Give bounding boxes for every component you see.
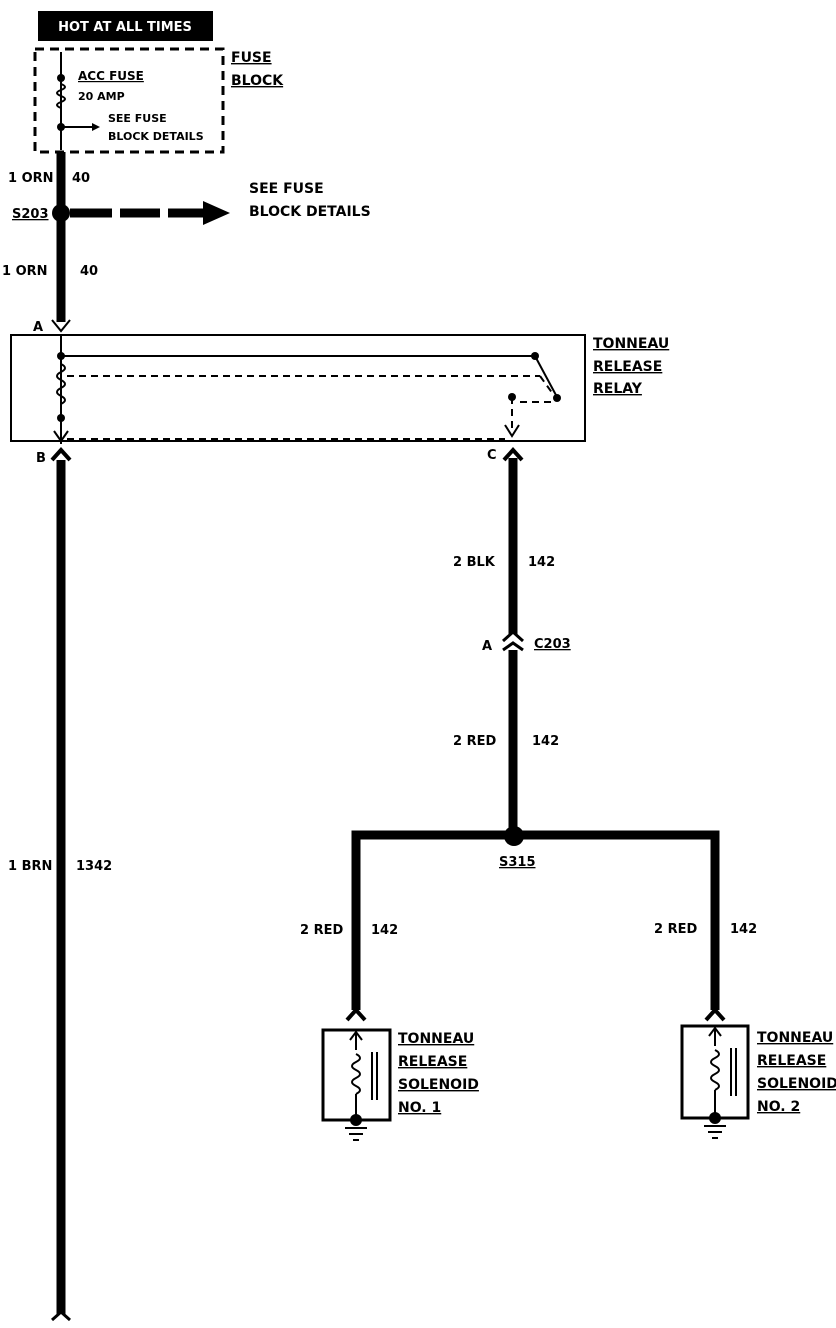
solenoid1-title-line1: TONNEAU xyxy=(398,1031,474,1047)
solenoid1-title-line3: SOLENOID xyxy=(398,1077,479,1093)
arrow-right-icon xyxy=(203,201,230,225)
wire-label-red-main-circuit: 142 xyxy=(532,734,559,749)
wire-label-red-main-gauge: 2 RED xyxy=(453,734,496,749)
relay-coil-icon xyxy=(56,363,66,405)
tonneau-release-relay: A B C TONNEAU RELEASE RELAY xyxy=(10,319,669,466)
arrow-right-icon xyxy=(92,123,100,131)
connector-c203: A C203 xyxy=(482,629,571,654)
wire-label-sol2-gauge: 2 RED xyxy=(654,922,697,937)
wire-label-top-upper-gauge: 1 ORN xyxy=(8,171,54,186)
wire-circuit-1342: 1 BRN 1342 xyxy=(8,460,112,1322)
wire-label-top-lower-gauge: 1 ORN xyxy=(2,264,48,279)
connector-terminal-icon xyxy=(50,447,72,462)
fuse-block-title-line2: BLOCK xyxy=(231,73,284,89)
ground-icon xyxy=(345,1127,367,1141)
wire-circuit-40: 1 ORN 40 1 ORN 40 xyxy=(2,152,98,322)
wire-label-left-gauge: 1 BRN xyxy=(8,859,52,874)
tonneau-release-solenoid-2: TONNEAU RELEASE SOLENOID NO. 2 xyxy=(680,1007,836,1139)
fuse-see-details-line2: BLOCK DETAILS xyxy=(108,130,204,143)
s315-id: S315 xyxy=(499,855,536,870)
connector-terminal-icon xyxy=(345,1007,367,1022)
connector-terminal-icon xyxy=(51,319,71,333)
tonneau-release-solenoid-1: TONNEAU RELEASE SOLENOID NO. 1 xyxy=(321,1007,479,1141)
fuse-see-details-line1: SEE FUSE xyxy=(108,112,167,125)
solenoid-coil-icon xyxy=(351,1053,361,1095)
ground-icon xyxy=(704,1125,726,1139)
wire-circuit-142-red-main: 2 RED 142 xyxy=(453,650,559,836)
solenoid2-title-line2: RELEASE xyxy=(757,1053,826,1069)
solenoid1-title-line4: NO. 1 xyxy=(398,1100,441,1116)
fuse-block: ACC FUSE 20 AMP SEE FUSE BLOCK DETAILS F… xyxy=(33,47,284,154)
relay-title-line3: RELAY xyxy=(593,381,643,397)
c203-pin: A xyxy=(482,639,492,654)
fuse-name: ACC FUSE xyxy=(78,69,144,83)
relay-terminal-b: B xyxy=(36,451,46,466)
relay-terminal-c: C xyxy=(487,448,497,463)
wire-label-sol1-circuit: 142 xyxy=(371,923,398,938)
relay-terminal-a: A xyxy=(33,320,43,335)
wire-label-sol2-circuit: 142 xyxy=(730,922,757,937)
splice-s315: S315 2 RED 142 2 RED 142 xyxy=(300,826,757,1010)
s203-arrow-text-line2: BLOCK DETAILS xyxy=(249,204,371,220)
splice-s203: S203 SEE FUSE BLOCK DETAILS xyxy=(12,181,371,225)
wire-label-top-upper-circuit: 40 xyxy=(72,171,90,186)
relay-title-line1: TONNEAU xyxy=(593,336,669,352)
solenoid2-title-line4: NO. 2 xyxy=(757,1099,800,1115)
solenoid-coil-icon xyxy=(710,1049,720,1091)
splice-s203-id: S203 xyxy=(12,207,49,222)
connector-terminal-icon xyxy=(502,447,524,462)
solenoid2-title-line3: SOLENOID xyxy=(757,1076,836,1092)
fuse-icon xyxy=(56,83,66,109)
solenoid1-title-line2: RELEASE xyxy=(398,1054,467,1070)
relay-title-line2: RELEASE xyxy=(593,359,662,375)
solenoid2-title-line1: TONNEAU xyxy=(757,1030,833,1046)
wire-label-blk-gauge: 2 BLK xyxy=(453,555,496,570)
hot-at-all-times-label: HOT AT ALL TIMES xyxy=(58,20,192,35)
wire-circuit-142-blk: 2 BLK 142 xyxy=(453,458,555,634)
c203-id: C203 xyxy=(534,637,571,652)
connector-terminal-icon xyxy=(704,1007,726,1022)
wire-label-sol1-gauge: 2 RED xyxy=(300,923,343,938)
fuse-rating: 20 AMP xyxy=(78,90,125,103)
wire-label-top-lower-circuit: 40 xyxy=(80,264,98,279)
wire-label-blk-circuit: 142 xyxy=(528,555,555,570)
hot-at-all-times-banner: HOT AT ALL TIMES xyxy=(38,11,213,41)
connector-terminal-icon xyxy=(51,1309,71,1322)
wire-label-left-circuit: 1342 xyxy=(76,859,112,874)
s203-arrow-text-line1: SEE FUSE xyxy=(249,181,324,197)
fuse-block-title-line1: FUSE xyxy=(231,50,272,66)
